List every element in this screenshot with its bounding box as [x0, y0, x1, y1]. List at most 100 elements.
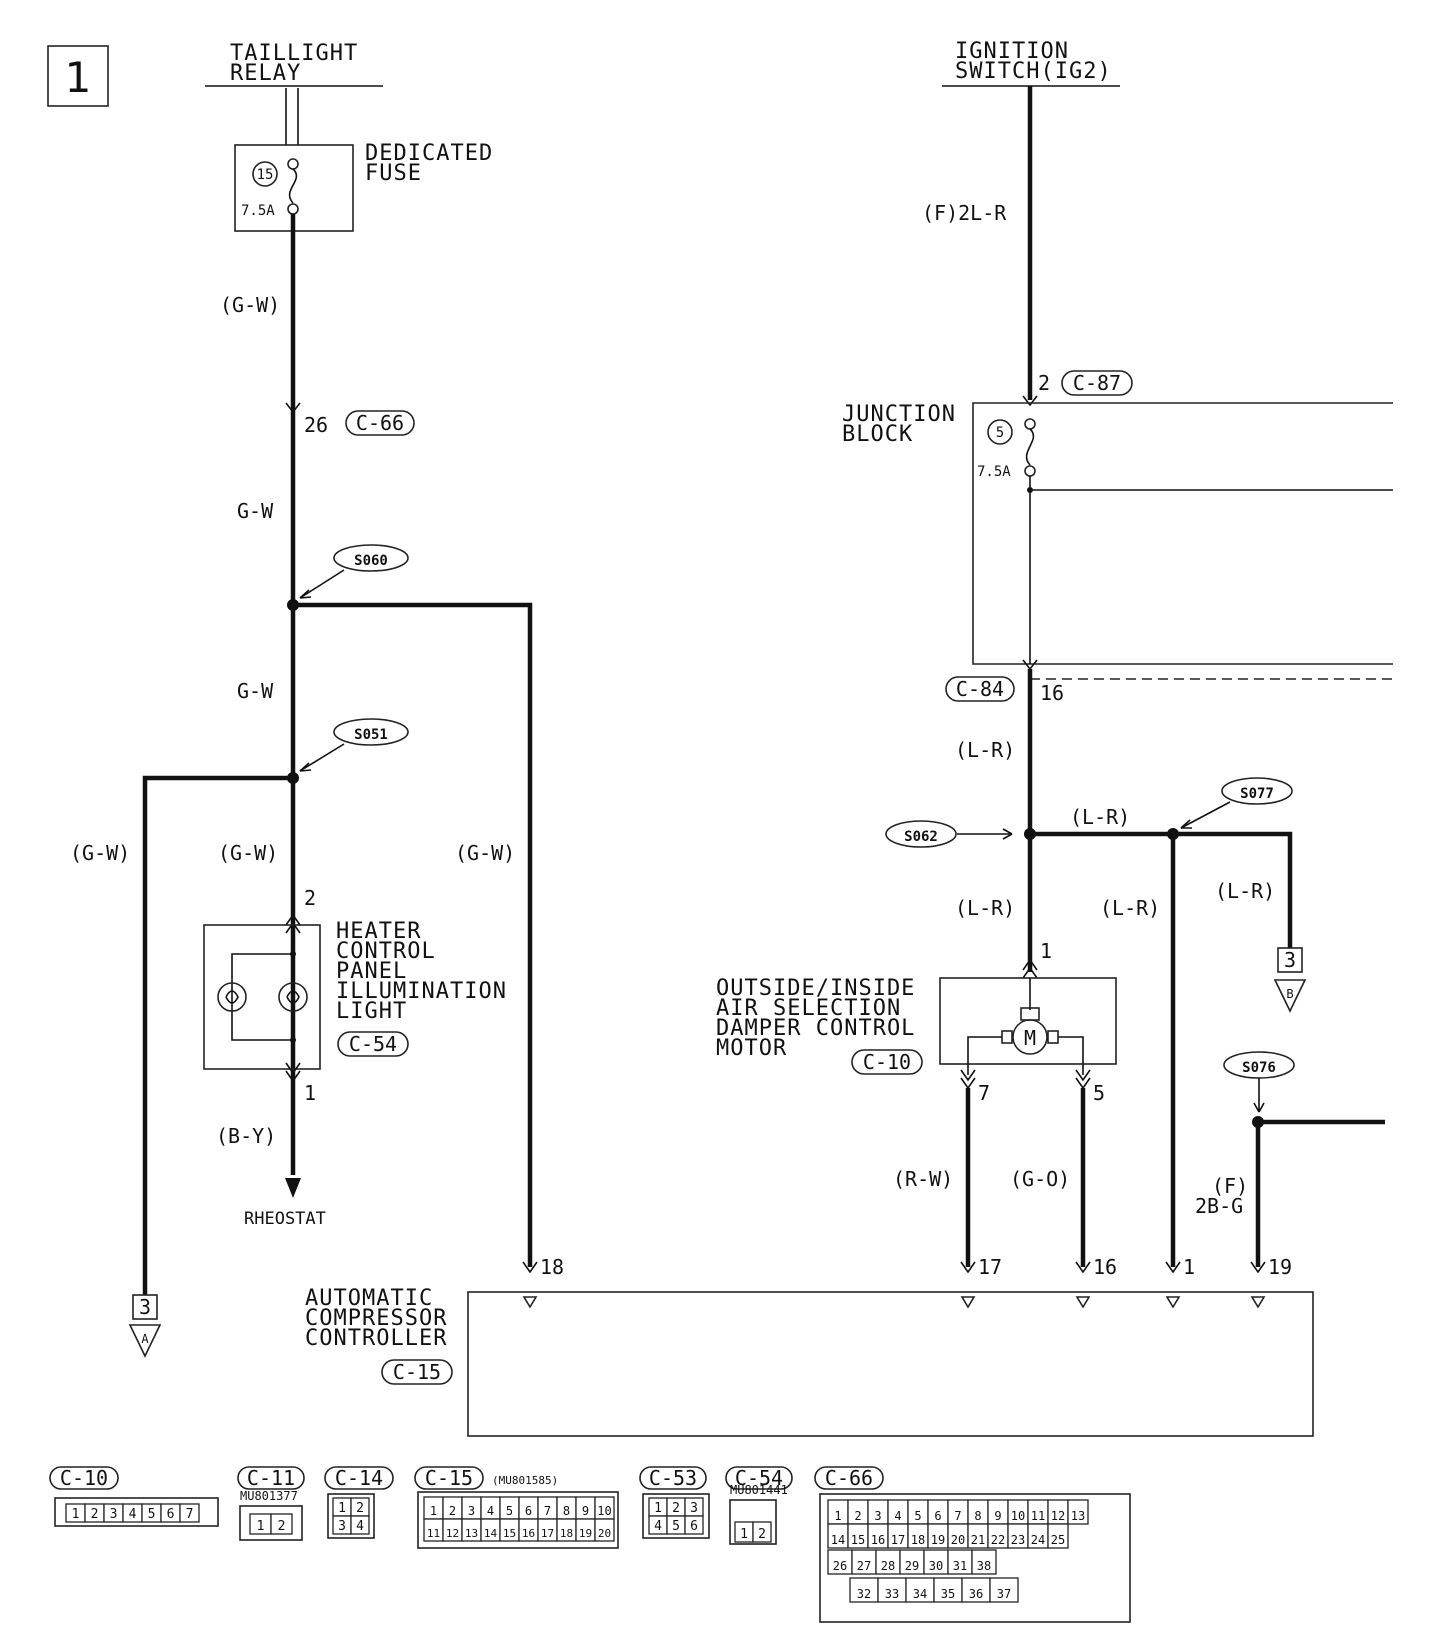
- s077-tag: [1221, 777, 1293, 805]
- c15-view-pin-number: 18: [560, 1527, 573, 1540]
- c15-view-pin-number: 14: [484, 1527, 498, 1540]
- c15-pin16-arrow: [1075, 1261, 1091, 1274]
- c84-pin-16: 16: [1040, 681, 1064, 705]
- wire-label-gw-mid: (G-W): [218, 841, 278, 865]
- offpage-b-page: 3: [1284, 948, 1296, 972]
- c53-view-pin-number: 2: [672, 1501, 680, 1516]
- c87-pin-arrow: [1022, 395, 1038, 407]
- c53-view-tag: [639, 1466, 707, 1490]
- c11-view-tag: [237, 1466, 305, 1490]
- s077-label: S077: [1240, 786, 1274, 802]
- c15-view-part-number: (MU801585): [492, 1474, 558, 1487]
- c66-view-pin-number: 34: [913, 1587, 927, 1601]
- c15-connector-label: C-15: [393, 1360, 441, 1384]
- wire-label-lr-4: (L-R): [1100, 896, 1160, 920]
- c66-view-pin-number: 14: [831, 1533, 845, 1547]
- c15-pin17-arrow: [960, 1261, 976, 1274]
- heater-lamp-loop: [231, 953, 293, 1041]
- c66-view-pin-number: 22: [991, 1533, 1005, 1547]
- c10-view-pin-number: 1: [72, 1507, 80, 1522]
- s051-leader-arrow: [299, 762, 312, 772]
- c54-connector-label: C-54: [349, 1032, 397, 1056]
- c66-view-pin-cell: [849, 1577, 879, 1603]
- gw-branch-to-offpage-a: [142, 775, 293, 1295]
- c15-view-pin-number: 20: [598, 1527, 611, 1540]
- c14-view-pin-number: 2: [356, 1501, 364, 1516]
- c10-view-pin-number: 7: [186, 1507, 194, 1522]
- s077-leader-arrow: [1180, 819, 1192, 829]
- s060-label: S060: [354, 553, 388, 569]
- c66-view-pin-cell: [971, 1549, 997, 1575]
- c15-view-pin-number: 10: [597, 1504, 611, 1518]
- c15-view-pin-number: 13: [465, 1527, 478, 1540]
- jb-fuse-terminal-bottom: [1024, 465, 1036, 477]
- c54-view-housing: [729, 1499, 777, 1545]
- c66-view-pin-number: 24: [1031, 1533, 1045, 1547]
- c15-pin18-marker-icon: [522, 1296, 538, 1309]
- c11-view-pin-number: 2: [278, 1519, 286, 1534]
- motor-lead-left: [967, 1036, 1002, 1075]
- motor-symbol: M: [1024, 1026, 1036, 1050]
- c66-view-pin-number: 9: [994, 1509, 1001, 1523]
- motor-brush-right-icon: [1047, 1030, 1059, 1044]
- c66-view-pin-number: 16: [871, 1533, 885, 1547]
- c10-view-housing: [54, 1497, 219, 1527]
- gw-branch-to-c15-18: [293, 602, 533, 1267]
- offpage-b-page-box: [1277, 947, 1303, 973]
- c15-view-pin-number: 15: [503, 1527, 516, 1540]
- fuse-5-number: 5: [996, 425, 1004, 441]
- c54-view-pin-number: 1: [740, 1527, 748, 1542]
- wire-label-lr-2: (L-R): [1070, 805, 1130, 829]
- c54-pin-2: 2: [304, 886, 316, 910]
- c66-view-pin-number: 27: [857, 1559, 871, 1573]
- c15-view-pin-number: 6: [525, 1504, 532, 1518]
- c15-view-label: C-15: [425, 1466, 473, 1490]
- heater-node-bottom: [290, 1037, 296, 1043]
- c66-view-pin-number: 8: [974, 1509, 981, 1523]
- c53-view-pin-number: 4: [654, 1519, 662, 1534]
- c66-view-pin-cell: [1067, 1499, 1089, 1525]
- c15-view-pin-number: 5: [506, 1504, 513, 1518]
- s060-tag: [333, 544, 409, 572]
- junction-block-box: [972, 402, 1393, 665]
- offpage-b-arrow-icon: [1273, 979, 1307, 1013]
- fuse-15-number: 15: [257, 167, 274, 183]
- c15-pin18-arrow: [522, 1261, 538, 1274]
- c66-pin-arrow: [285, 402, 301, 414]
- offpage-b-letter: B: [1286, 987, 1293, 1001]
- heater-panel-box: [203, 924, 321, 1070]
- c54-view-pin-number: 2: [758, 1527, 766, 1542]
- c15-view-pin-number: 17: [541, 1527, 554, 1540]
- s051-label: S051: [354, 727, 388, 743]
- fuse-element-icon: [288, 168, 298, 204]
- c10-view-pin-number: 4: [129, 1507, 137, 1522]
- c54-connector-tag: [337, 1031, 409, 1057]
- c54-pin1-arrow: [285, 1062, 301, 1083]
- c15-view-pin-cell: [594, 1518, 615, 1542]
- lr-branch-wire: [1030, 831, 1293, 948]
- c66-view-pin-number: 25: [1051, 1533, 1065, 1547]
- wire-label-gw-1: G-W: [237, 499, 274, 523]
- bulb-icon: [217, 982, 247, 1012]
- c66-view-pin-number: 11: [1031, 1509, 1045, 1523]
- c66-connector-tag: [345, 410, 415, 436]
- c66-view-pin-number: 19: [931, 1533, 945, 1547]
- c87-connector-label: C-87: [1073, 371, 1121, 395]
- c15-view-pin-number: 12: [446, 1527, 459, 1540]
- c66-view-pin-number: 31: [953, 1559, 967, 1573]
- c66-view-pin-number: 1: [834, 1509, 841, 1523]
- c87-pin-2: 2: [1038, 371, 1050, 395]
- c14-view-housing: [327, 1493, 375, 1539]
- c14-view-pin-number: 1: [338, 1501, 346, 1516]
- fuse-terminal-top: [287, 158, 299, 170]
- c66-view-pin-number: 7: [954, 1509, 961, 1523]
- fuse-15-rating: 7.5A: [241, 203, 275, 219]
- c53-view-housing: [642, 1493, 710, 1539]
- c15-pin-1: 1: [1183, 1255, 1195, 1279]
- c66-view-pin-number: 6: [934, 1509, 941, 1523]
